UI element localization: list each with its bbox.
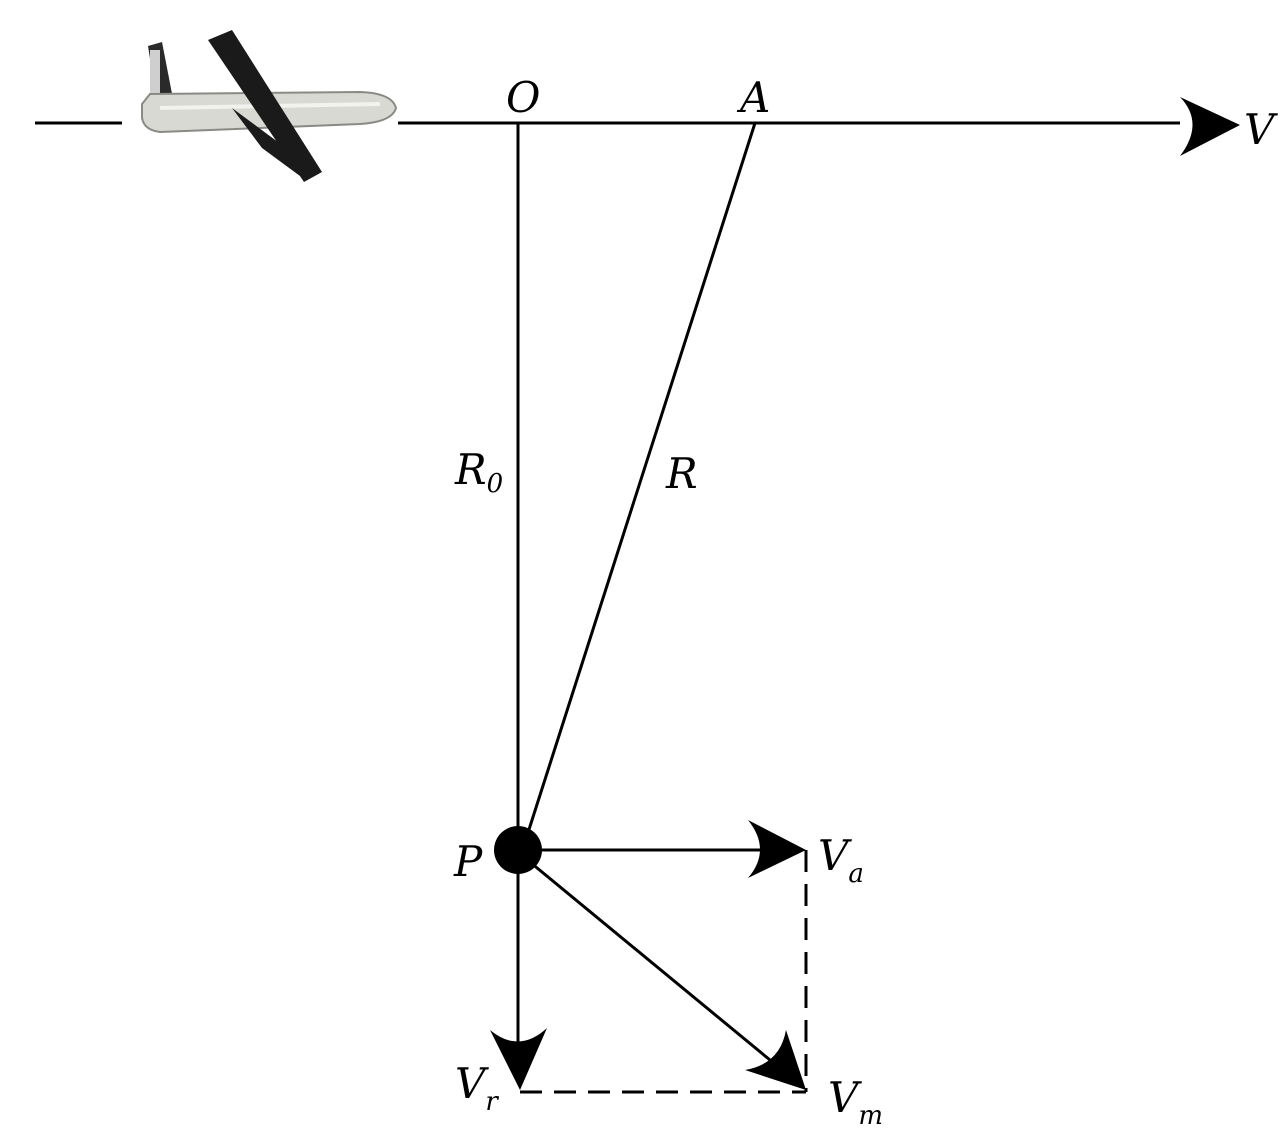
label-vr-sub: r [485, 1087, 499, 1117]
label-va-sub: a [848, 859, 864, 889]
label-vr-main: V [455, 1059, 489, 1108]
line-r [523, 122, 757, 843]
label-r0-sub: 0 [487, 469, 504, 499]
label-r0: R0 [454, 445, 503, 499]
label-v: V [1244, 105, 1278, 154]
vr-arrowhead [490, 1028, 547, 1090]
label-va-main: V [818, 831, 852, 880]
vm-arrowhead [745, 1030, 806, 1090]
label-vm-main: V [828, 1073, 862, 1122]
uav-aircraft-icon [141, 30, 398, 182]
label-r0-main: R [454, 445, 487, 494]
label-r: R [665, 449, 698, 498]
label-a: A [736, 73, 770, 122]
va-arrowhead [748, 820, 806, 878]
label-vm-sub: m [858, 1101, 883, 1131]
label-p: P [453, 837, 483, 886]
label-o: O [506, 73, 540, 122]
label-vm: Vm [828, 1073, 883, 1131]
label-va: Va [818, 831, 864, 889]
point-p [494, 826, 542, 874]
label-vr: Vr [455, 1059, 499, 1117]
vector-vm [524, 856, 771, 1062]
v-axis-arrowhead [1180, 97, 1240, 156]
